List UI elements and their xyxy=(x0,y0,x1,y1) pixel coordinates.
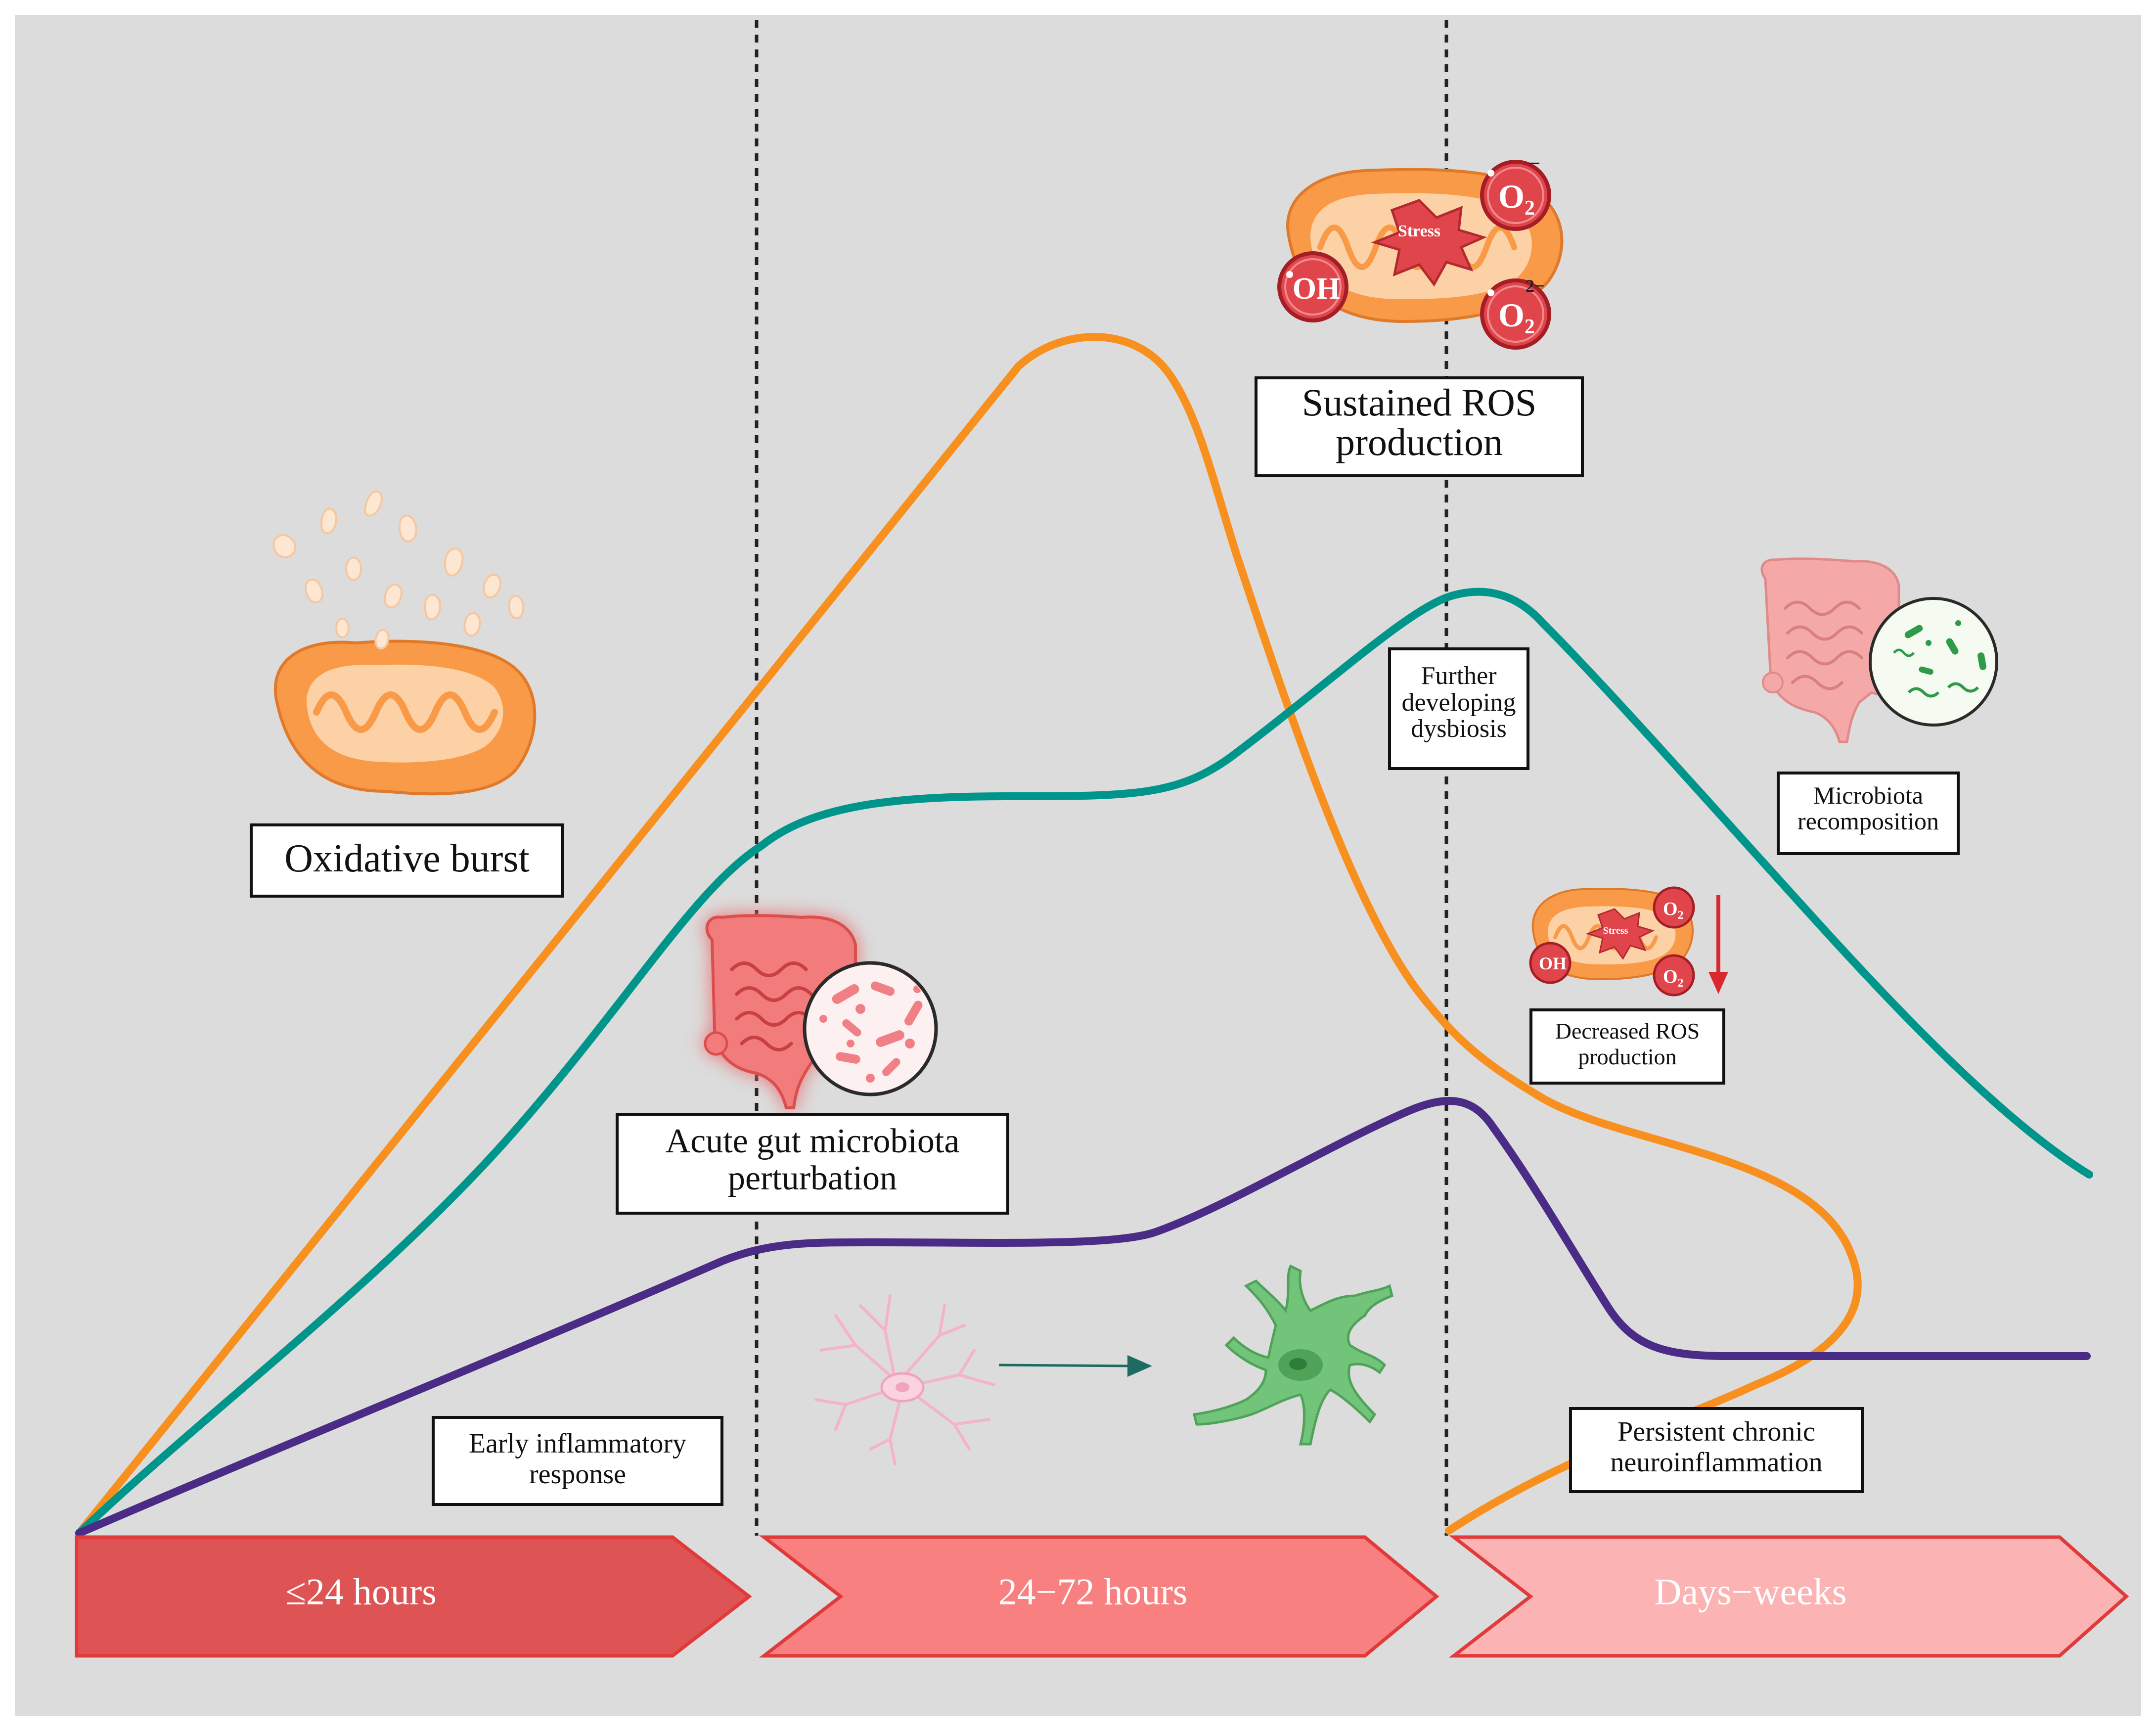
stress-label: Stress xyxy=(1398,222,1440,240)
oxidative-burst-box: Oxidative burst xyxy=(250,823,564,898)
activated-microglia-icon xyxy=(1192,1264,1393,1446)
early-inflammatory-box: Early inflammatory response xyxy=(432,1416,723,1506)
svg-text:OH: OH xyxy=(1539,954,1567,973)
svg-text:developing: developing xyxy=(1401,688,1516,717)
acute-gut-box: Acute gut microbiota perturbation xyxy=(616,1113,1009,1215)
svg-text:−: − xyxy=(1528,151,1540,176)
svg-text:Early inflammatory: Early inflammatory xyxy=(469,1428,686,1459)
svg-text:production: production xyxy=(1578,1044,1676,1069)
svg-text:recomposition: recomposition xyxy=(1797,807,1939,835)
resting-microglia-icon xyxy=(814,1294,995,1465)
further-dysbiosis-box: Further developing dysbiosis xyxy=(1388,647,1529,770)
persistent-neuroinflammation-box: Persistent chronic neuroinflammation xyxy=(1569,1407,1864,1493)
phase-label-1: ≤24 hours xyxy=(285,1571,437,1613)
svg-text:neuroinflammation: neuroinflammation xyxy=(1610,1447,1822,1478)
stressed-mitochondrion-icon: Stress O2 − OH O2 2− xyxy=(1277,151,1564,350)
sustained-ros-box: Sustained ROS production xyxy=(1255,376,1584,477)
healthy-bacteria-magnifier-icon xyxy=(1869,597,1998,727)
microbiota-recomposition-box: Microbiota recomposition xyxy=(1777,772,1960,855)
decreased-ros-box: Decreased ROS production xyxy=(1529,1008,1725,1085)
svg-text:perturbation: perturbation xyxy=(728,1159,897,1197)
oxidative-burst-label: Oxidative burst xyxy=(284,837,529,880)
svg-text:Microbiota: Microbiota xyxy=(1813,781,1923,809)
transition-arrow-icon xyxy=(998,1355,1152,1377)
svg-text:OH: OH xyxy=(1293,272,1340,306)
svg-text:O2: O2 xyxy=(1498,178,1535,220)
svg-text:O2: O2 xyxy=(1663,899,1684,922)
phase-arrow-3: Days−weeks xyxy=(1448,1535,2129,1658)
svg-text:response: response xyxy=(529,1459,626,1490)
phase-arrow-2: 24−72 hours xyxy=(759,1535,1439,1658)
svg-text:O2: O2 xyxy=(1498,296,1535,338)
svg-text:Stress: Stress xyxy=(1603,925,1628,936)
phase-label-3: Days−weeks xyxy=(1655,1571,1847,1613)
ros-curve xyxy=(75,333,1862,1537)
microbiota-curve xyxy=(75,588,2093,1537)
exploding-mitochondrion-icon xyxy=(272,490,537,796)
svg-text:Sustained ROS: Sustained ROS xyxy=(1302,381,1537,424)
svg-text:O2: O2 xyxy=(1663,966,1684,990)
phase-label-2: 24−72 hours xyxy=(998,1571,1188,1613)
decrease-arrow-icon xyxy=(1708,895,1728,994)
superoxide-icon xyxy=(1480,160,1551,231)
recomposed-intestine-icon xyxy=(1760,557,1900,743)
svg-text:dysbiosis: dysbiosis xyxy=(1411,715,1507,743)
svg-text:production: production xyxy=(1336,420,1503,463)
svg-text:Further: Further xyxy=(1421,662,1496,690)
svg-text:2−: 2− xyxy=(1526,276,1545,296)
phase-arrow-1: ≤24 hours xyxy=(75,1535,752,1658)
svg-text:Persistent chronic: Persistent chronic xyxy=(1617,1416,1815,1447)
bacteria-magnifier-icon xyxy=(803,961,938,1096)
neuroinflammation-curve xyxy=(75,1097,2091,1537)
hydroxyl-radical-icon xyxy=(1277,251,1348,322)
svg-text:Decreased ROS: Decreased ROS xyxy=(1555,1018,1700,1044)
peroxide-icon xyxy=(1480,278,1551,350)
small-stressed-mitochondrion-icon: Stress O2 OH O2 xyxy=(1529,886,1695,997)
svg-text:Acute gut microbiota: Acute gut microbiota xyxy=(666,1122,960,1160)
